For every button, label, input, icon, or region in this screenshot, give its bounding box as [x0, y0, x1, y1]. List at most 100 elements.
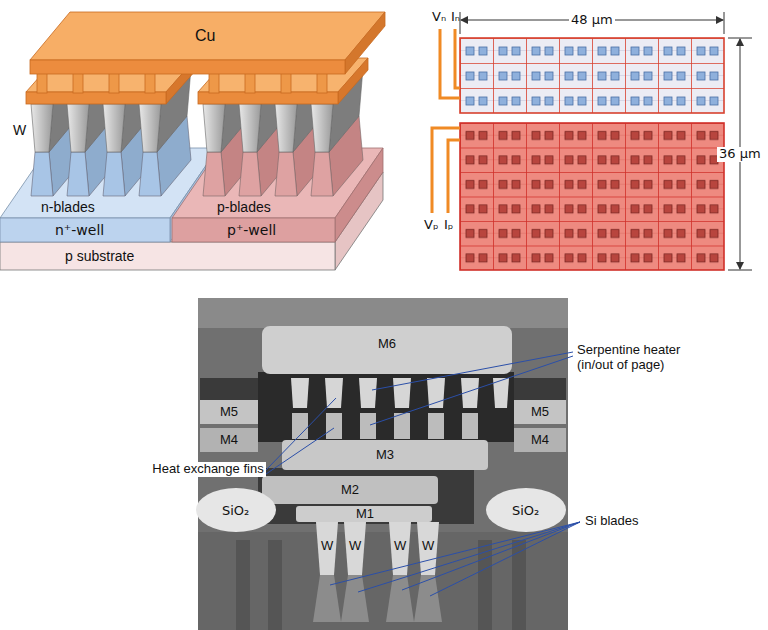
material-label: W — [394, 539, 406, 554]
sem-image — [313, 575, 341, 622]
copper-top-plate — [30, 60, 345, 74]
layer-label: M4 — [531, 433, 549, 448]
leader-lines — [266, 428, 334, 474]
sem-image — [196, 488, 276, 532]
layer-label: M2 — [341, 483, 359, 498]
lower-copper-plates — [26, 92, 166, 104]
sem-image — [292, 413, 478, 439]
part-label: p-blades — [217, 199, 271, 215]
signal-name: Vₚ — [424, 218, 438, 233]
sem-image — [341, 575, 369, 622]
dimension-lines — [728, 38, 752, 39]
sem-image — [414, 575, 442, 622]
leader-lines — [430, 522, 580, 596]
signal-name: Iₚ — [444, 218, 453, 233]
part-label: W — [13, 122, 26, 138]
sem-image — [268, 540, 282, 630]
sem-image — [291, 378, 509, 408]
sem-image — [236, 540, 250, 630]
material-label: W — [422, 539, 434, 554]
copper-top-plate — [30, 12, 385, 60]
sem-image — [393, 378, 411, 408]
n-well — [0, 218, 170, 242]
leader-lines — [370, 356, 573, 425]
copper-top-plate — [345, 12, 385, 74]
leader-lines — [358, 522, 580, 592]
blade-layout-grid — [460, 38, 724, 270]
copper-posts — [145, 72, 155, 93]
dimension-lines — [724, 12, 725, 34]
layer-label: M5 — [220, 405, 238, 420]
sem-image — [282, 440, 488, 470]
callout-label: Heat exchange fins — [150, 462, 266, 477]
sem-image — [428, 413, 444, 439]
layer-label: M4 — [220, 433, 238, 448]
signal-name: Iₙ — [451, 10, 460, 25]
lower-copper-plates — [26, 58, 368, 104]
contact-wires — [440, 29, 460, 98]
layer-label: M5 — [531, 405, 549, 420]
callout-label: Si blades — [585, 514, 685, 529]
material-label: SiO₂ — [512, 504, 539, 519]
sem-image — [296, 506, 432, 522]
sem-image — [486, 488, 566, 532]
sem-image — [198, 532, 568, 630]
sem-image — [200, 400, 258, 424]
sem-image — [325, 378, 343, 408]
dimension-label: 36 µm — [717, 147, 763, 162]
copper-top-plate — [30, 12, 385, 74]
sem-image — [427, 378, 445, 408]
copper-posts — [37, 72, 47, 93]
sem-image — [200, 378, 258, 400]
lower-copper-plates — [198, 92, 338, 104]
contact-wires — [432, 128, 460, 213]
sem-image — [262, 476, 438, 504]
part-label: Cu — [195, 27, 215, 45]
sem-image — [514, 400, 566, 424]
layer-label: M1 — [356, 507, 374, 522]
layer-label: M6 — [378, 337, 396, 352]
sem-image — [262, 326, 512, 374]
copper-posts — [37, 72, 327, 93]
sem-image — [394, 413, 410, 439]
sem-image — [326, 413, 342, 439]
p-well — [172, 218, 335, 242]
part-label: n-blades — [41, 199, 95, 215]
substrate — [0, 242, 335, 270]
layer-label: M3 — [376, 448, 394, 463]
sem-image — [200, 428, 258, 452]
contact-wires — [432, 29, 460, 213]
leader-lines — [266, 352, 580, 596]
region-label: p substrate — [65, 248, 134, 264]
sem-image — [359, 378, 377, 408]
sem-image — [360, 413, 376, 439]
sem-image — [514, 428, 566, 452]
sem-image — [316, 522, 439, 575]
copper-posts — [73, 72, 83, 93]
sem-image — [291, 378, 309, 408]
region-label: p⁺-well — [227, 222, 276, 238]
sem-image — [462, 413, 478, 439]
copper-posts — [209, 72, 219, 93]
callout-label: Serpentine heater (in/out of page) — [577, 343, 707, 373]
leader-lines — [330, 522, 580, 585]
sem-image — [198, 298, 568, 328]
sem-image — [344, 522, 366, 575]
material-label: SiO₂ — [222, 504, 249, 519]
leader-lines — [402, 522, 580, 590]
sem-image — [316, 522, 338, 575]
dimension-label: 48 µm — [569, 13, 615, 28]
sem-image — [512, 540, 526, 630]
sem-image — [258, 468, 474, 524]
contact-wires — [448, 140, 460, 213]
dimension-lines — [460, 12, 752, 270]
sem-image — [258, 372, 514, 442]
copper-posts — [317, 72, 327, 93]
blade-layout-grid — [460, 38, 724, 113]
dimension-lines — [728, 270, 752, 271]
copper-posts — [245, 72, 255, 93]
leader-lines — [372, 352, 573, 390]
material-label: W — [349, 539, 361, 554]
